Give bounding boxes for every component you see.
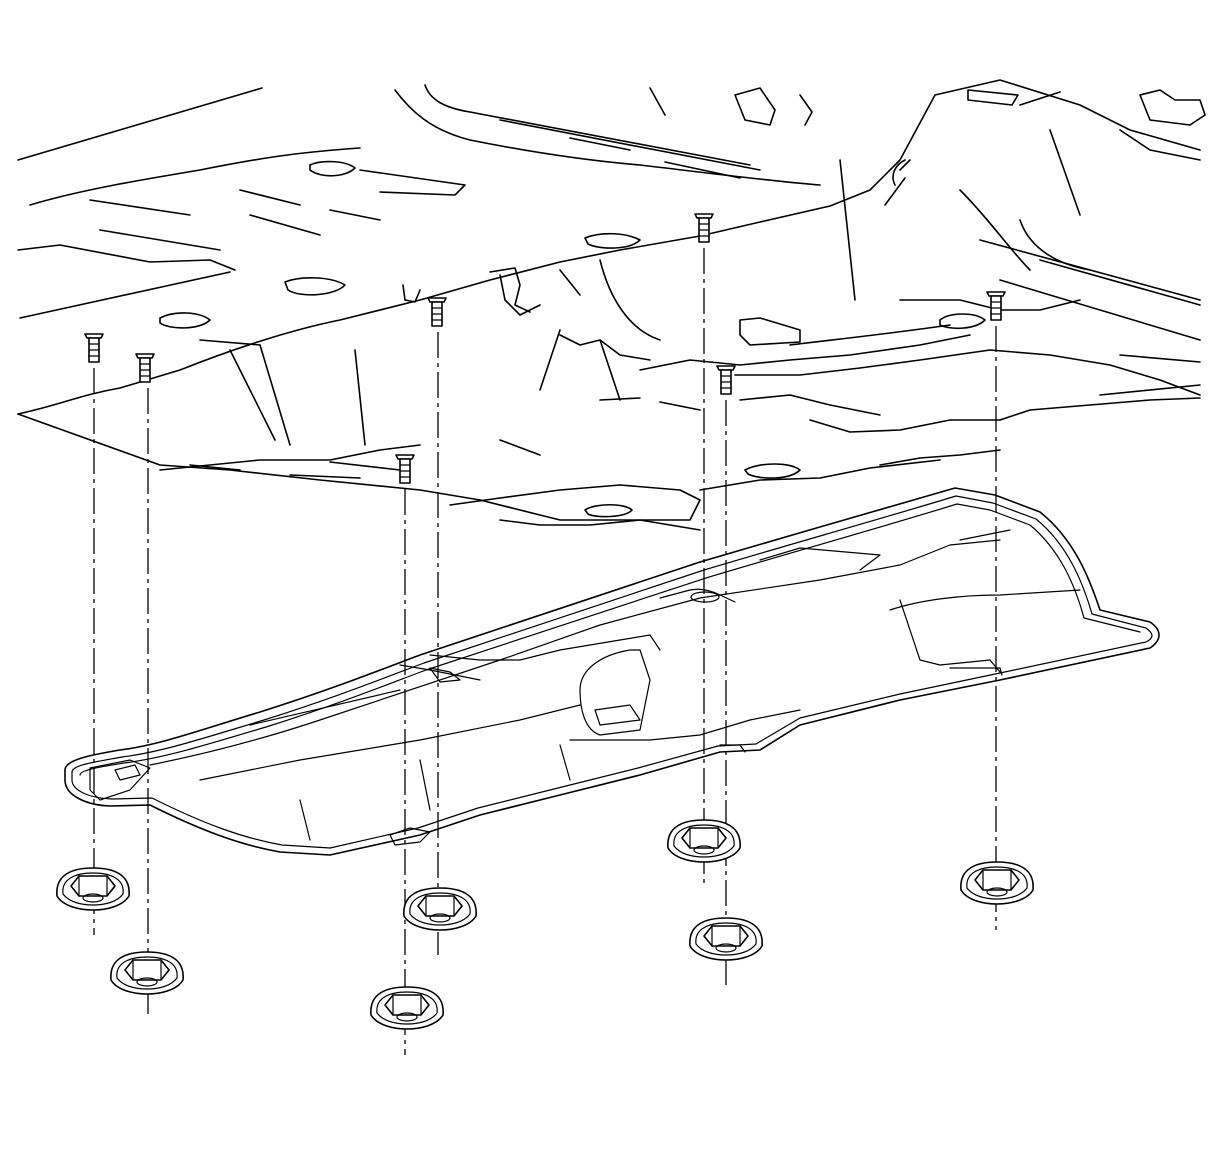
nut-3: [403, 887, 477, 931]
vehicle-underbody: [17, 79, 1206, 531]
nut-6: [689, 917, 763, 961]
nuts: [56, 819, 1034, 1030]
stud-5: [694, 213, 714, 243]
nut-4: [370, 986, 444, 1030]
studs: [84, 213, 1006, 484]
stud-6: [716, 365, 736, 395]
stud-7: [986, 291, 1006, 321]
centerlines: [93, 248, 997, 1055]
stud-4: [395, 454, 415, 484]
nut-2: [110, 951, 184, 995]
nut-7: [960, 861, 1034, 905]
nut-5: [667, 819, 741, 863]
nut-1: [56, 867, 130, 911]
heat-shield: [64, 487, 1160, 856]
stud-1: [84, 333, 104, 363]
stud-3: [427, 297, 447, 327]
